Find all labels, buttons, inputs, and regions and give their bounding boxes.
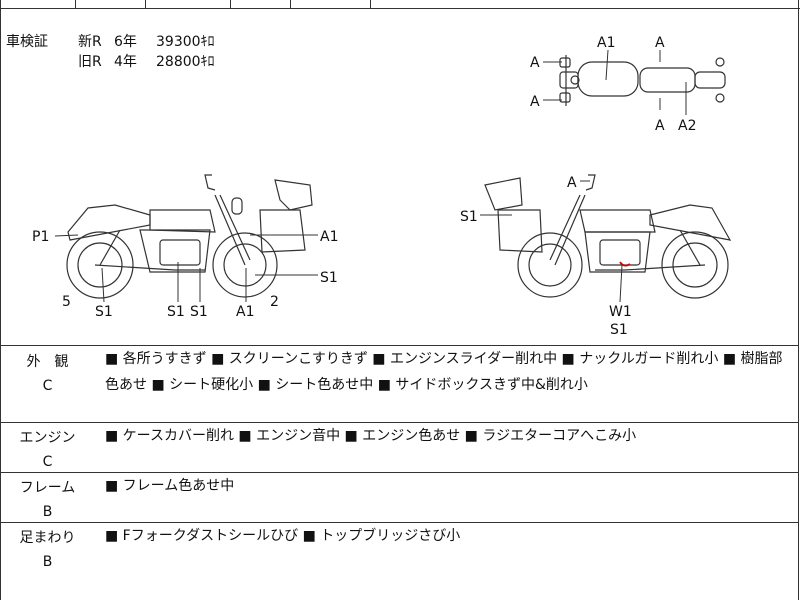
old-years: 4年 [114, 54, 137, 70]
label-right-s1: S1 [460, 209, 478, 225]
section-description: ■ 各所うすきず ■ スクリーンこすりきず ■ エンジンスライダー削れ中 ■ ナ… [105, 351, 783, 393]
label-left-a1-upper: A1 [320, 229, 338, 245]
motorcycle-top-view [559, 55, 726, 106]
category-label: 足まわり [19, 530, 76, 546]
header-divider [370, 0, 371, 8]
label-left-5: 5 [62, 294, 71, 310]
motorcycle-right-view [484, 174, 732, 299]
header-divider [230, 0, 231, 8]
label-left-s1-right: S1 [320, 270, 338, 286]
new-type: 新R [78, 34, 102, 50]
damage-diagram: A1 A A A A A2 P1 A1 S1 5 S1 S1 S1 A1 2 A… [32, 35, 732, 338]
category-label: 外 観 [26, 354, 69, 370]
motorcycle-left-view [66, 174, 313, 299]
section-description: ■ ケースカバー削れ ■ エンジン音中 ■ エンジン色あせ ■ ラジエターコアへ… [105, 428, 637, 444]
section-category: 足まわり B [0, 528, 95, 572]
category-grade: B [42, 554, 53, 570]
label-left-2: 2 [270, 294, 279, 310]
label-left-s1-3: S1 [190, 304, 208, 320]
new-mileage: 39300ｷﾛ [156, 34, 215, 50]
section-engine: エンジン C ■ ケースカバー削れ ■ エンジン音中 ■ エンジン色あせ ■ ラ… [0, 422, 799, 473]
header-strip [0, 0, 800, 9]
header-divider [290, 0, 291, 8]
label-top-a-left2: A [530, 94, 540, 110]
label-left-a1-lower: A1 [236, 304, 254, 320]
registration-label: 車検証 [6, 34, 48, 50]
leader-lines [54, 49, 687, 303]
header-divider [145, 0, 146, 8]
label-right-w1: W1 [609, 304, 632, 320]
section-description: ■ Fフォークダストシールひび ■ トップブリッジさび小 [105, 528, 461, 544]
label-top-a2: A2 [678, 118, 696, 134]
section-description: ■ フレーム色あせ中 [105, 478, 235, 494]
section-category: フレーム B [0, 478, 95, 522]
old-mileage: 28800ｷﾛ [156, 54, 215, 70]
old-type: 旧R [78, 54, 102, 70]
category-label: フレーム [19, 480, 76, 496]
category-label: エンジン [19, 430, 76, 446]
section-suspension: 足まわり B ■ Fフォークダストシールひび ■ トップブリッジさび小 [0, 522, 799, 601]
registration-new-row: 新R 6年 39300ｷﾛ [78, 32, 215, 52]
category-grade: B [42, 504, 53, 520]
section-exterior: 外 観 C ■ 各所うすきず ■ スクリーンこすりきず ■ エンジンスライダー削… [0, 345, 799, 423]
header-divider [75, 0, 76, 8]
label-right-a: A [567, 175, 577, 191]
label-left-s1-2: S1 [167, 304, 185, 320]
section-category: エンジン C [0, 428, 95, 472]
label-top-a1: A1 [597, 35, 615, 51]
label-top-a-upper: A [655, 35, 665, 51]
new-years: 6年 [114, 34, 137, 50]
damage-marker [619, 261, 631, 267]
label-top-a-left1: A [530, 55, 540, 71]
section-frame: フレーム B ■ フレーム色あせ中 [0, 472, 799, 523]
label-right-s1-lower: S1 [610, 322, 628, 338]
category-grade: C [42, 378, 53, 394]
registration-old-row: 旧R 4年 28800ｷﾛ [78, 52, 215, 72]
section-category: 外 観 C [0, 352, 95, 396]
label-left-s1-1: S1 [95, 304, 113, 320]
label-left-p1: P1 [32, 229, 49, 245]
label-top-a-lower: A [655, 118, 665, 134]
category-grade: C [42, 454, 53, 470]
